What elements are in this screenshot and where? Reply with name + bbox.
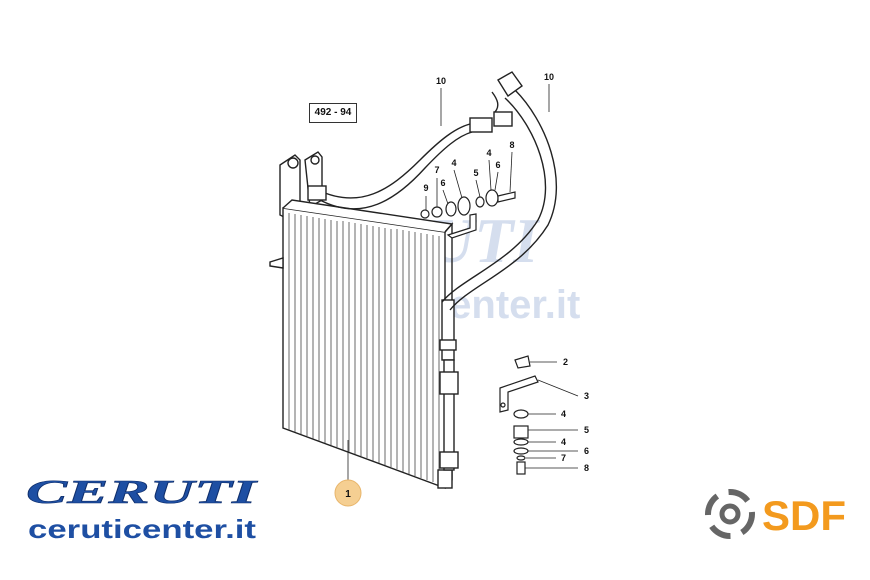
sdf-logo: SDF [705, 489, 846, 539]
callout-7-low: 7 [561, 453, 566, 463]
callout-5-low: 5 [584, 425, 589, 435]
receiver-pipe [439, 299, 459, 471]
callout-10-left: 10 [436, 76, 446, 86]
ceruti-logo: CERUTI ceruticenter.it [26, 474, 260, 544]
callout-5-top: 5 [473, 168, 478, 178]
callout-8-top: 8 [509, 140, 514, 150]
sdf-mark-icon [705, 489, 755, 539]
callout-10-right: 10 [544, 72, 554, 82]
callout-3: 3 [584, 391, 589, 401]
callout-7-top: 7 [434, 165, 439, 175]
callout-6-low: 6 [584, 446, 589, 456]
hose-left [307, 111, 513, 210]
callout-4-low-a: 4 [561, 409, 566, 419]
reference-code: 492 - 94 [309, 103, 357, 123]
condenser [269, 151, 454, 490]
leader-lines [347, 84, 579, 482]
callout-9: 9 [423, 183, 428, 193]
callout-labels: 10 10 9 7 6 4 5 4 6 8 2 3 4 5 4 6 7 8 1 [345, 72, 589, 500]
callout-6-top-b: 6 [495, 160, 500, 170]
callout-6-top-a: 6 [440, 178, 445, 188]
callout-4-top-b: 4 [486, 148, 491, 158]
ceruti-brand-text: CERUTI [26, 474, 259, 511]
sdf-brand-text: SDF [762, 492, 846, 539]
callout-4-top-a: 4 [451, 158, 456, 168]
hose-right [441, 71, 557, 311]
part-1-highlight [334, 479, 362, 507]
callout-4-low-b: 4 [561, 437, 566, 447]
callout-1: 1 [345, 489, 351, 500]
callout-8-low: 8 [584, 463, 589, 473]
upper-hardware [420, 189, 516, 239]
callout-2: 2 [563, 357, 568, 367]
ceruti-url-text: ceruticenter.it [28, 514, 256, 544]
lower-bracket-assembly [499, 355, 539, 475]
condenser-fins [288, 213, 440, 485]
